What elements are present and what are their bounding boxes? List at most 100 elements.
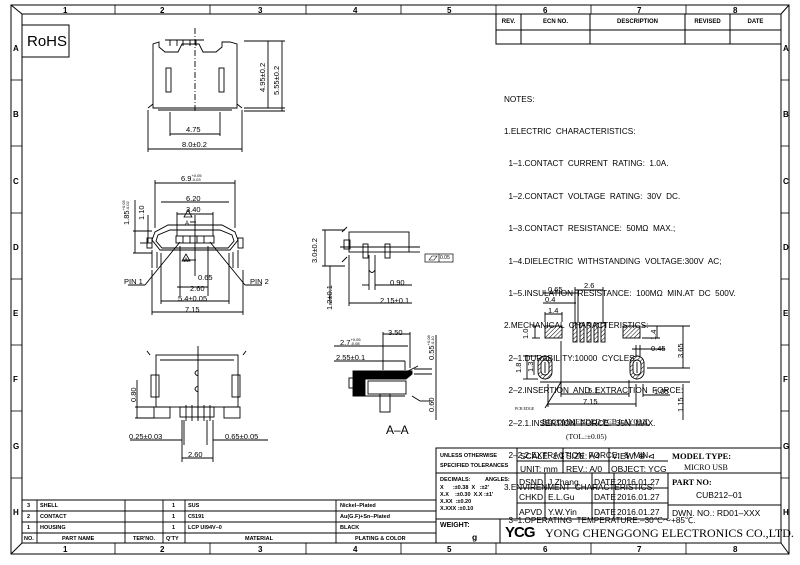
section-label: A–A xyxy=(386,423,409,437)
dim-tol-minus: -0.10 xyxy=(430,336,435,346)
bom-header-plating: PLATING & COLOR xyxy=(355,536,406,542)
section-mark: A xyxy=(185,221,190,227)
dim-label: 2.55±0.1 xyxy=(336,353,366,362)
note-line: 1–2.CONTACT VOLTAGE RATING: 30V DC. xyxy=(504,191,681,201)
unit-value: UNIT: mm xyxy=(520,464,558,474)
view-label: VIEW: ⊕ ⊲ xyxy=(612,451,655,462)
dim-label: 2.15±0.1 xyxy=(380,296,410,305)
dsnd-date: 2016.01.27 xyxy=(617,477,660,487)
row-label: H xyxy=(783,508,789,517)
dim-label: 0.90 xyxy=(390,278,405,287)
dim-label: 4.95±0.2 xyxy=(258,62,267,92)
angles-label: ANGLES: xyxy=(485,477,510,483)
row-label: C xyxy=(783,177,789,186)
dim-label: 0.45 xyxy=(651,344,666,353)
row-label: B xyxy=(13,110,19,119)
column-label: 5 xyxy=(447,545,452,554)
decimals-label: DECIMALS: xyxy=(440,477,471,483)
note-line: 1–5.INSULATION RESISTANCE: 100MΩ MIN.AT … xyxy=(504,288,736,298)
row-label: B xyxy=(783,110,789,119)
section-mark: A xyxy=(184,258,189,264)
row-label: E xyxy=(783,309,789,318)
dim-label: 0.80 xyxy=(129,387,138,402)
date-label: DATE xyxy=(594,507,617,517)
bom-plating: BLACK xyxy=(340,525,360,531)
column-label: 4 xyxy=(353,545,358,554)
dim-tol-minus: -0.08 xyxy=(350,341,360,346)
dim-value: 2.7 xyxy=(340,338,351,347)
bom-no: 3 xyxy=(27,503,31,509)
column-label: 1 xyxy=(63,545,68,554)
row-label: F xyxy=(13,375,18,384)
dim-label: 1.10 xyxy=(137,205,146,220)
row-label: G xyxy=(783,442,790,451)
column-label: 5 xyxy=(447,6,452,15)
dim-label: 8.0±0.2 xyxy=(182,140,207,149)
rev-value: REV.: A/0 xyxy=(566,464,603,474)
bom-part-name: CONTACT xyxy=(40,514,67,520)
weight-unit: g xyxy=(472,532,478,542)
dim-value: 6.9 xyxy=(181,174,192,183)
rev-header: REV. xyxy=(501,19,516,25)
dim-label: 0.65±0.05 xyxy=(225,432,259,441)
note-line: 2–2.2.EXTRACTION FORCE: 8 MIN. xyxy=(504,450,651,460)
company-logo: YCG xyxy=(505,524,535,541)
dim-label: 1.4 xyxy=(548,306,559,315)
note-line: 2–2.INSERTION AND EXTRACTION FORCE: xyxy=(504,386,684,396)
dim-label: 0.60 xyxy=(427,397,436,412)
dim-label: 2.60 xyxy=(190,284,205,293)
column-label: 3 xyxy=(258,6,263,15)
bom-material: SUS xyxy=(188,503,200,509)
bom-plating: Au(G.F)+Sn–Plated xyxy=(340,514,390,520)
column-label: 3 xyxy=(258,545,263,554)
dim-label: 2.6 xyxy=(584,281,595,290)
dim-label: 5.4±0.05 xyxy=(178,294,208,303)
dim-label: 0.55+0.08-0.10 xyxy=(426,335,436,360)
row-label: H xyxy=(13,508,19,517)
tolerance-line: X.XXX :±0.10 xyxy=(440,506,474,512)
dim-value: 1.85 xyxy=(122,210,131,225)
dim-label: 0.4 xyxy=(545,295,556,304)
object-value: OBJECT: YCG xyxy=(611,464,667,474)
bom-no: 1 xyxy=(27,525,31,531)
ecn-header: ECN NO. xyxy=(542,19,568,25)
note-line: 3–1.OPERATING TEMPERATURE:–30℃〜+85℃. xyxy=(504,515,696,525)
row-label: A xyxy=(783,44,789,53)
notes-block: NOTES: 1.ELECTRIC CHARACTERISTICS: 1–1.C… xyxy=(504,73,736,537)
dsnd-label: DSND xyxy=(519,477,544,487)
row-label: E xyxy=(13,309,19,318)
dim-label: 1.05 xyxy=(654,387,669,396)
dim-label: 1.8 xyxy=(514,362,523,373)
bom-header-part-name: PART NAME xyxy=(62,536,95,542)
apvd-label: APVD xyxy=(519,507,543,517)
note-line: 1–1.CONTACT CURRENT RATING: 1.0A. xyxy=(504,159,669,169)
model-type-label: MODEL TYPE: xyxy=(672,451,732,461)
column-label: 2 xyxy=(160,545,165,554)
bom-plating: Nickel–Plated xyxy=(340,503,376,509)
model-type-value: MICRO USB xyxy=(684,463,728,472)
tolerance-title-2: SPECIFIED TOLERANCES xyxy=(440,463,509,469)
pcb-layout-title: RECOMMENDED PCB LAYOUT xyxy=(542,417,649,426)
dim-tol-plus: +0.05 xyxy=(191,173,202,178)
drawing-number: DWN. NO.: RD01–XXX xyxy=(672,508,761,518)
dim-label: 3.50 xyxy=(388,328,403,337)
dim-label: 7.15 xyxy=(185,305,200,314)
note-line: 2–2.1.INSERTION FORCE: 35N MAX. xyxy=(504,418,656,428)
dim-label: 7.15 xyxy=(583,397,598,406)
tolerance-title-1: UNLESS OTHERWISE xyxy=(440,453,498,459)
view-text: VIEW: xyxy=(612,451,636,461)
bom-no: 2 xyxy=(27,514,31,520)
dim-label: 3.40 xyxy=(186,205,201,214)
apvd-date: 2016.01.27 xyxy=(617,507,660,517)
tolerance-line: X :±0.38 X :±2' xyxy=(440,485,489,491)
pin1-label: PIN 1 xyxy=(124,277,143,286)
column-label: 2 xyxy=(160,6,165,15)
scale-value: SCALE: 1:1 xyxy=(520,451,565,461)
row-label: F xyxy=(783,375,788,384)
apvd-name: Y.W.Yin xyxy=(548,507,577,517)
column-label: 8 xyxy=(733,6,738,15)
part-no-value: CUB212–01 xyxy=(696,490,743,500)
dim-label: 6.9+0.05-0.03 xyxy=(181,173,202,184)
dim-tol-minus: -0.03 xyxy=(191,177,201,182)
